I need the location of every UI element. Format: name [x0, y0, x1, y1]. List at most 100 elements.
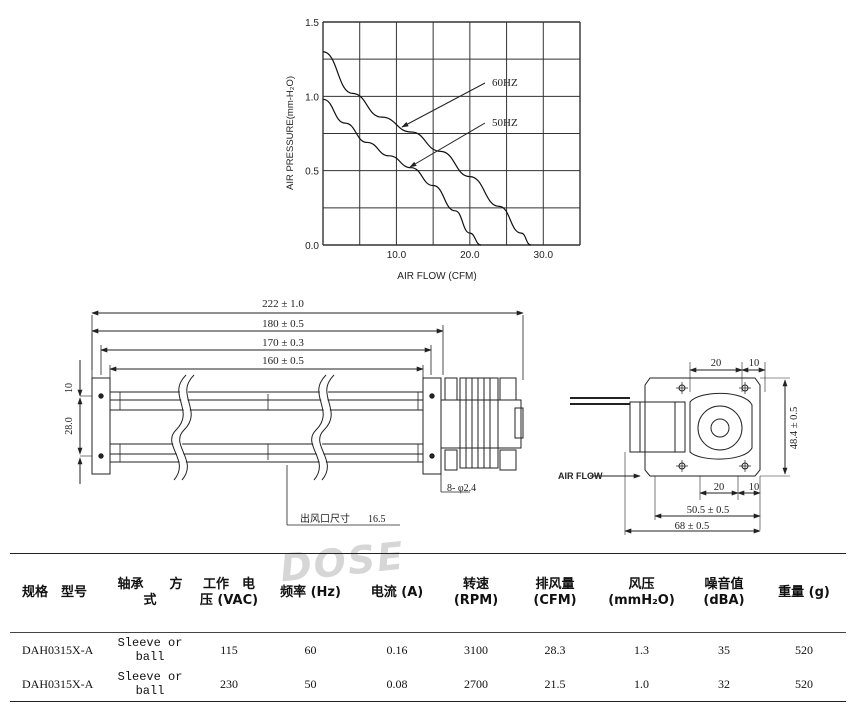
cell-frequency: 60	[304, 643, 317, 657]
spec-table: 规格 型号 轴承 方 式 工作 电 压 (VAC) 频率 (Hz) 电流 (A)…	[10, 553, 846, 702]
x-tick-label: 10.0	[387, 250, 407, 261]
header-airflow-line2: (CFM)	[533, 593, 577, 608]
y-axis-label: AIR PRESSURE(mm-H₂O)	[285, 76, 296, 190]
header-pressure-line2: (mmH₂O)	[608, 593, 675, 608]
cell-voltage: 115	[220, 643, 238, 657]
cell-bearing: Sleeve or ball	[108, 667, 192, 702]
series-line-60hz	[322, 51, 531, 246]
series-label-60hz: 60HZ	[492, 77, 518, 89]
chart-ticks: 0.0 0.5 1.0 1.5 10.0 20.0 30.0	[305, 18, 553, 261]
cell-bearing-line2: ball	[135, 650, 165, 664]
side-dim-height: 48.4 ± 0.5	[789, 407, 800, 450]
header-noise-line2: (dBA)	[703, 593, 745, 608]
chart-curves	[322, 51, 531, 246]
header-bearing-line2: 式	[143, 593, 157, 608]
side-rotor	[697, 405, 743, 451]
header-pressure-line1: 风压	[628, 577, 655, 592]
header-airflow-line1: 排风量	[535, 577, 575, 592]
header-noise: 噪音值 (dBA)	[686, 554, 762, 633]
outlet-value: 16.5	[368, 514, 386, 525]
dim-10: 10	[64, 383, 75, 393]
series-label-50hz: 50HZ	[492, 117, 518, 129]
header-model: 规格 型号	[22, 585, 88, 600]
dim-170: 170 ± 0.3	[262, 337, 304, 349]
cell-pressure: 1.3	[634, 643, 649, 657]
header-speed: 转速 (RPM)	[439, 554, 513, 633]
side-dim-bottom-10: 10	[749, 482, 760, 493]
header-current: 电流 (A)	[370, 585, 424, 600]
dim-180: 180 ± 0.5	[262, 318, 304, 330]
header-frequency: 频率 (Hz)	[280, 585, 341, 600]
x-tick-label: 20.0	[460, 250, 480, 261]
cell-model: DAH0315X-A	[22, 677, 94, 691]
header-voltage: 工作 电 压 (VAC)	[192, 554, 266, 633]
cell-bearing-line2: ball	[135, 684, 165, 698]
side-view	[570, 362, 790, 535]
y-tick-label: 0.0	[305, 241, 319, 252]
cell-airflow: 28.3	[544, 643, 566, 657]
outlet-label: 出风口尺寸	[300, 512, 350, 525]
left-end-plate	[91, 377, 111, 475]
table-header-row: 规格 型号 轴承 方 式 工作 电 压 (VAC) 频率 (Hz) 电流 (A)…	[10, 553, 846, 633]
cell-bearing-line1: Sleeve or	[117, 670, 183, 684]
side-dim-bottom-20: 20	[714, 482, 725, 493]
side-mount-plate	[644, 377, 761, 477]
performance-chart: 0.0 0.5 1.0 1.5 10.0 20.0 30.0 AIR PRESSURE(mm…	[285, 18, 581, 282]
header-bearing: 轴承 方 式	[108, 554, 192, 633]
cell-speed: 3100	[464, 643, 488, 657]
cell-voltage: 230	[220, 677, 238, 691]
header-voltage-line1: 工作 电	[202, 577, 255, 592]
cell-weight: 520	[795, 643, 813, 657]
y-tick-label: 1.5	[305, 18, 319, 29]
hole-spec: 8- φ2.4	[447, 483, 476, 494]
x-tick-label: 30.0	[534, 250, 554, 261]
cell-bearing: Sleeve or ball	[108, 633, 192, 668]
side-dim-top-10: 10	[749, 358, 760, 369]
side-rotor-housing	[689, 392, 753, 460]
header-speed-line1: 转速	[462, 577, 489, 592]
header-airflow: 排风量 (CFM)	[513, 554, 597, 633]
cell-bearing-line1: Sleeve or	[117, 636, 183, 650]
y-tick-label: 0.5	[305, 167, 319, 178]
cell-frequency: 50	[304, 677, 317, 691]
fan-housing	[109, 391, 424, 463]
dim-222: 222 ± 1.0	[262, 298, 304, 310]
technical-drawing: 0.0 0.5 1.0 1.5 10.0 20.0 30.0 AIR PRESSURE(mm…	[64, 18, 800, 535]
dim-160: 160 ± 0.5	[262, 355, 304, 367]
side-motor	[629, 401, 686, 453]
cell-speed: 2700	[464, 677, 488, 691]
side-dim-width-50: 50.5 ± 0.5	[687, 505, 730, 516]
cell-current: 0.08	[386, 677, 408, 691]
header-weight: 重量 (g)	[778, 585, 830, 600]
side-dim-top-20: 20	[711, 358, 722, 369]
chart-grid	[322, 21, 581, 246]
table-row: DAH0315X-A Sleeve or ball 230 50 0.08 27…	[10, 667, 846, 702]
cell-noise: 32	[718, 677, 730, 691]
side-dim-width-68: 68 ± 0.5	[675, 521, 710, 532]
series-line-50hz	[322, 98, 482, 246]
table-row: DAH0315X-A Sleeve or ball 115 60 0.16 31…	[10, 633, 846, 668]
header-pressure: 风压 (mmH₂O)	[597, 554, 686, 633]
cell-weight: 520	[795, 677, 813, 691]
cell-noise: 35	[718, 643, 730, 657]
front-view	[77, 310, 524, 526]
y-tick-label: 1.0	[305, 92, 319, 103]
header-speed-line2: (RPM)	[453, 593, 499, 608]
callout-50hz-leader	[409, 122, 486, 168]
cell-pressure: 1.0	[634, 677, 649, 691]
dim-28: 28.0	[64, 417, 75, 435]
break-line-right	[312, 372, 333, 482]
motor-frame	[440, 399, 522, 449]
cell-airflow: 21.5	[544, 677, 566, 691]
callout-60hz-leader	[401, 82, 486, 128]
break-line-left	[172, 372, 193, 482]
right-end-plate	[422, 377, 442, 475]
motor-coil	[459, 377, 499, 469]
header-noise-line1: 噪音值	[704, 577, 744, 592]
x-axis-label: AIR FLOW (CFM)	[397, 271, 476, 282]
header-voltage-line2: 压 (VAC)	[199, 593, 259, 608]
airflow-label: AIR FLOW	[558, 471, 603, 481]
cell-current: 0.16	[386, 643, 408, 657]
header-bearing-line1: 轴承 方	[117, 577, 183, 592]
cell-model: DAH0315X-A	[22, 643, 94, 657]
